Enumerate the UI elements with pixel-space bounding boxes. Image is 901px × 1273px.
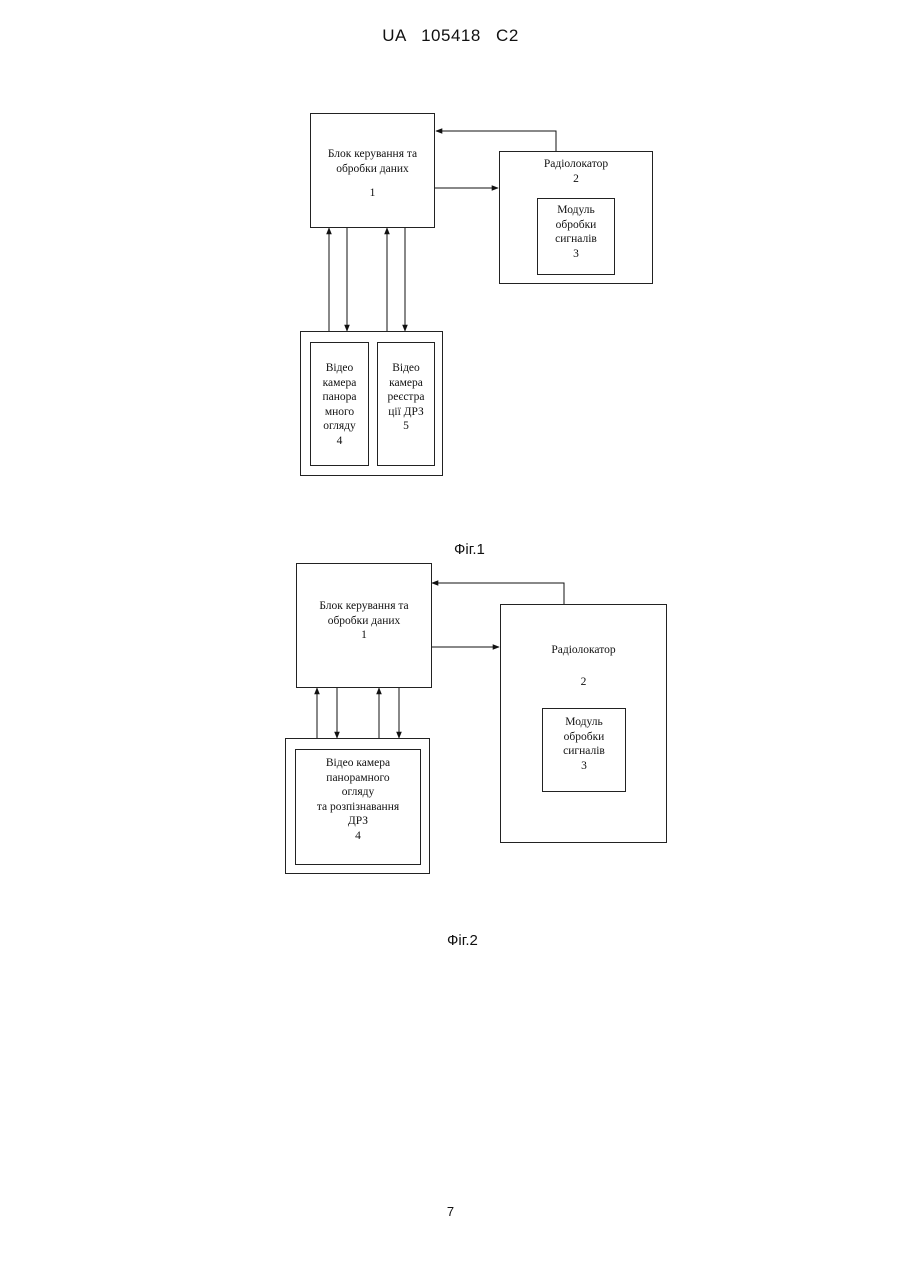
fig2-control-block-number: 1: [297, 628, 431, 643]
fig2-signal-module-line1: Модуль: [543, 715, 625, 730]
fig2-signal-module-line2: обробки: [543, 730, 625, 745]
fig2-signal-module-line3: сигналів: [543, 744, 625, 759]
fig2-radar-number: 2: [501, 675, 666, 690]
fig1-camera-registration: Відео камера реєстра ції ДРЗ 5: [377, 342, 435, 466]
fig1-cam4-line2: камера: [311, 376, 368, 391]
fig1-cam5-line1: Відео: [378, 361, 434, 376]
fig2-signal-module-number: 3: [543, 759, 625, 774]
fig1-camera-panoramic: Відео камера панора много огляду 4: [310, 342, 369, 466]
fig2-arrow-radar-to-control: [432, 583, 564, 604]
fig2-camera-line4: та розпізнавання: [296, 800, 420, 815]
fig1-signal-module-line3: сигналів: [538, 232, 614, 247]
fig1-control-block-line1: Блок керування та: [311, 147, 434, 162]
fig2-control-block: Блок керування та обробки даних 1: [296, 563, 432, 688]
fig1-signal-module: Модуль обробки сигналів 3: [537, 198, 615, 275]
fig1-caption: Фіг.1: [454, 541, 485, 558]
fig2-camera-number: 4: [296, 829, 420, 844]
fig2-radar: Радіолокатор 2 Модуль обробки сигналів 3: [500, 604, 667, 843]
fig2-caption: Фіг.2: [447, 932, 478, 949]
fig1-control-block: Блок керування та обробки даних 1: [310, 113, 435, 228]
fig2-radar-label: Радіолокатор: [501, 643, 666, 658]
fig2-camera-unit: Відео камера панорамного огляду та розпі…: [285, 738, 430, 874]
fig2-control-block-line1: Блок керування та: [297, 599, 431, 614]
fig1-camera-unit: Відео камера панора много огляду 4 Відео…: [300, 331, 443, 476]
fig1-cam4-line5: огляду: [311, 419, 368, 434]
fig1-radar-label: Радіолокатор: [500, 157, 652, 172]
fig1-cam5-number: 5: [378, 419, 434, 434]
fig1-radar: Радіолокатор 2 Модуль обробки сигналів 3: [499, 151, 653, 284]
fig1-radar-number: 2: [500, 172, 652, 187]
fig1-cam5-line2: камера: [378, 376, 434, 391]
fig2-camera-line3: огляду: [296, 785, 420, 800]
fig1-cam4-line4: много: [311, 405, 368, 420]
fig2-camera-line5: ДРЗ: [296, 814, 420, 829]
fig2-camera: Відео камера панорамного огляду та розпі…: [295, 749, 421, 865]
fig1-cam5-line3: реєстра: [378, 390, 434, 405]
fig1-signal-module-line2: обробки: [538, 218, 614, 233]
fig1-cam4-number: 4: [311, 434, 368, 449]
fig2-signal-module: Модуль обробки сигналів 3: [542, 708, 626, 792]
page-number: 7: [0, 1204, 901, 1219]
fig1-control-block-line2: обробки даних: [311, 162, 434, 177]
fig2-camera-line2: панорамного: [296, 771, 420, 786]
fig1-signal-module-line1: Модуль: [538, 203, 614, 218]
fig1-cam4-line1: Відео: [311, 361, 368, 376]
fig2-camera-line1: Відео камера: [296, 756, 420, 771]
fig2-control-block-line2: обробки даних: [297, 614, 431, 629]
fig1-cam5-line4: ції ДРЗ: [378, 405, 434, 420]
fig1-control-block-number: 1: [311, 186, 434, 201]
fig1-cam4-line3: панора: [311, 390, 368, 405]
fig1-signal-module-number: 3: [538, 247, 614, 262]
fig1-arrow-radar-to-control: [436, 131, 556, 151]
